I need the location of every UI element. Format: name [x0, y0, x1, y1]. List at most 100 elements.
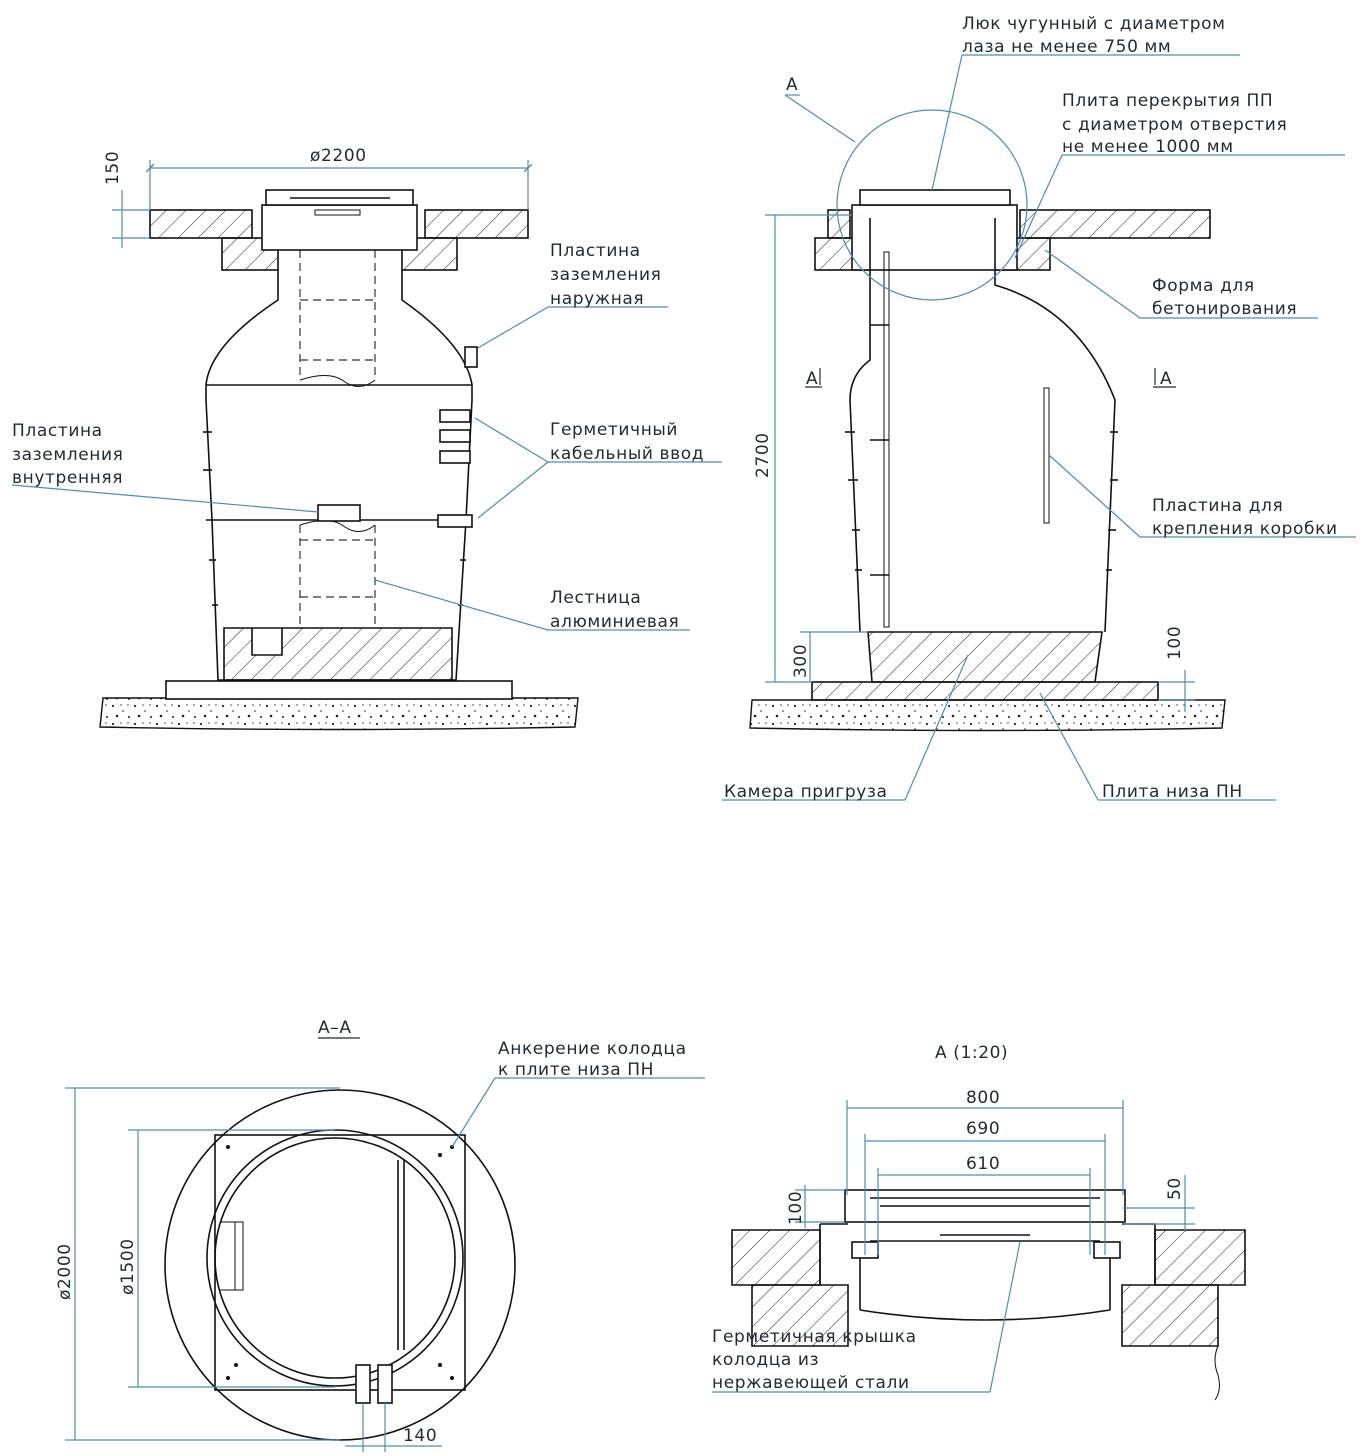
svg-text:А: А	[1160, 369, 1172, 389]
front-ladder	[299, 250, 376, 625]
detail-dim-50: 50	[1123, 1175, 1195, 1232]
side-callout-label: А	[786, 75, 798, 95]
svg-text:Пластина: Пластина	[12, 421, 103, 441]
side-label-box-plate: Пластина для крепления коробки	[1152, 496, 1338, 539]
section-anchor-a	[355, 1364, 371, 1404]
svg-text:алюминиевая: алюминиевая	[550, 612, 679, 632]
svg-text:заземления: заземления	[550, 265, 662, 285]
svg-text:Пластина для: Пластина для	[1152, 496, 1283, 516]
front-tank-body	[205, 270, 473, 681]
front-label-inner-plate: Пластина заземления внутренняя	[12, 421, 124, 488]
svg-text:к плите низа ПН: к плите низа ПН	[498, 1060, 654, 1080]
svg-text:заземления: заземления	[12, 445, 124, 465]
detail-form-left	[751, 1284, 849, 1347]
section-base-plate	[214, 1134, 466, 1391]
side-label-slab: Плита перекрытия ПП с диаметром отверсти…	[1062, 91, 1287, 157]
detail-slab-left	[731, 1229, 821, 1286]
front-dim-2200: ø2200	[145, 146, 533, 210]
detail-dim-610: 610	[877, 1154, 1091, 1255]
svg-text:Плита перекрытия ПП: Плита перекрытия ПП	[1062, 91, 1273, 111]
side-label-form: Форма для бетонирования	[1152, 276, 1297, 319]
svg-text:А: А	[806, 369, 818, 389]
svg-text:лаза не менее 750 мм: лаза не менее 750 мм	[962, 37, 1171, 57]
front-dim-150: 150	[103, 151, 150, 248]
svg-text:800: 800	[966, 1088, 1000, 1108]
side-label-hatch: Люк чугунный с диаметром лаза не менее 7…	[962, 14, 1226, 57]
section-title: А–А	[318, 1018, 352, 1038]
side-dim-100: 100	[1158, 626, 1195, 712]
svg-text:ø1500: ø1500	[118, 1238, 138, 1295]
side-view: А 2700 300 100 А А	[722, 14, 1356, 802]
front-dim-150-label: 150	[103, 151, 123, 185]
front-view: ø2200 150 Пластина заземления наружная П…	[11, 146, 722, 731]
svg-text:бетонирования: бетонирования	[1152, 299, 1297, 319]
detail-slab-right	[1154, 1229, 1246, 1286]
detail-lid	[870, 1197, 1100, 1207]
svg-text:690: 690	[966, 1119, 1000, 1139]
svg-text:крепления коробки: крепления коробки	[1152, 519, 1338, 539]
detail-dim-690: 690	[864, 1119, 1106, 1255]
side-neck	[851, 204, 1018, 271]
side-rib-marks	[845, 431, 1118, 571]
front-cable-entries	[437, 409, 473, 528]
side-label-ballast: Камера пригруза	[724, 782, 888, 802]
detail-label-lid: Герметичная крышка колодца из нержавеюще…	[712, 1327, 917, 1393]
svg-text:нержавеющей стали: нержавеющей стали	[712, 1373, 910, 1393]
front-neck	[261, 204, 418, 251]
front-top-slab-right	[424, 209, 529, 239]
svg-text:колодца из: колодца из	[712, 1350, 819, 1370]
side-ballast	[867, 631, 1103, 683]
section-dim-2000: ø2000	[55, 1087, 340, 1441]
detail-title: А (1:20)	[935, 1043, 1008, 1063]
svg-text:внутренняя: внутренняя	[12, 468, 123, 488]
svg-text:Герметичная крышка: Герметичная крышка	[712, 1327, 917, 1347]
front-ballast-base	[223, 627, 453, 681]
section-dim-1500: ø1500	[118, 1129, 335, 1388]
front-dim-2200-label: ø2200	[310, 146, 367, 166]
side-tank-body	[849, 270, 1116, 633]
front-inner-ground-plate	[317, 504, 361, 522]
section-dim-140: 140	[345, 1403, 442, 1452]
svg-text:кабельный ввод: кабельный ввод	[550, 444, 704, 464]
front-bottom-slab	[165, 680, 513, 700]
section-bolts	[226, 1145, 454, 1380]
svg-text:2700: 2700	[753, 432, 773, 478]
svg-text:140: 140	[403, 1426, 437, 1446]
svg-text:100: 100	[1165, 626, 1185, 660]
side-top-slab-right	[1019, 209, 1211, 239]
svg-text:Форма для: Форма для	[1152, 276, 1255, 296]
front-label-outer-plate: Пластина заземления наружная	[550, 241, 662, 309]
front-label-ladder: Лестница алюминиевая	[550, 588, 679, 632]
front-top-slab-left	[149, 209, 253, 239]
svg-text:не менее 1000 мм: не менее 1000 мм	[1062, 137, 1234, 157]
svg-text:Люк чугунный с диаметром: Люк чугунный с диаметром	[962, 14, 1226, 34]
section-view: А–А ø2000 ø1500	[55, 1018, 705, 1452]
detail-view: А (1:20) 800 690	[712, 1043, 1246, 1401]
svg-text:100: 100	[786, 1191, 806, 1225]
side-bottom-slab	[811, 681, 1159, 701]
side-lid	[859, 189, 1011, 206]
side-callout-circle	[836, 109, 1028, 301]
front-rib-marks	[203, 431, 466, 606]
detail-clamp-right	[1093, 1241, 1121, 1259]
front-ground	[99, 697, 579, 731]
svg-text:Анкерение колодца: Анкерение колодца	[498, 1039, 687, 1059]
detail-form-right	[1121, 1284, 1219, 1347]
svg-text:610: 610	[966, 1154, 1000, 1174]
detail-dim-800: 800	[846, 1088, 1124, 1195]
svg-text:наружная: наружная	[550, 289, 644, 309]
front-outer-ground-plate	[464, 346, 478, 368]
section-tank-circle	[206, 1129, 464, 1387]
svg-text:Пластина: Пластина	[550, 241, 641, 261]
section-anchor-b	[377, 1364, 393, 1404]
svg-text:Герметичный: Герметичный	[550, 420, 678, 440]
side-box-plate	[1043, 387, 1050, 524]
side-label-bottom-slab: Плита низа ПН	[1102, 782, 1243, 802]
svg-text:ø2000: ø2000	[55, 1243, 75, 1300]
side-dim-300: 300	[791, 631, 868, 682]
front-label-cable-entry: Герметичный кабельный ввод	[550, 420, 704, 464]
svg-text:Лестница: Лестница	[550, 588, 641, 608]
svg-text:50: 50	[1165, 1177, 1185, 1200]
side-ground	[749, 699, 1226, 732]
